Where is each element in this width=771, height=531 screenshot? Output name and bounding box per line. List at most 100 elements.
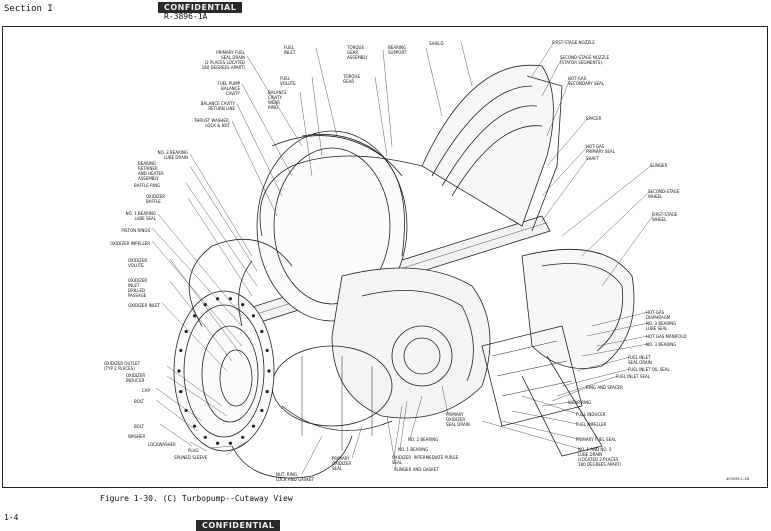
leader-line (541, 145, 589, 197)
flange-bolt-hole (179, 348, 183, 353)
document-number: R-3896-1A (164, 12, 208, 21)
leader-line (546, 78, 571, 137)
label-baffle-ring: BAFFLE RING (134, 183, 161, 188)
label-shaft: SHAFT (586, 156, 599, 161)
flange-bolt-hole (215, 297, 220, 301)
flange-bolt-hole (251, 314, 256, 318)
label-cap: CAP (142, 388, 150, 393)
leader-line (236, 103, 283, 197)
leader-line (481, 420, 581, 450)
leader-line (386, 415, 397, 470)
leader-line (374, 76, 388, 157)
leader-line (187, 197, 253, 297)
leader-line (586, 322, 649, 337)
leader-line (561, 164, 653, 237)
label-hot-gas-secondary-seal: HOT-GAS SECONDARY SEAL (568, 76, 605, 86)
flange-bolt-hole (260, 329, 264, 334)
label-oxidizer-outlet: OXIDIZER OUTLET (TYP 2 PLACES) (104, 361, 141, 371)
label-primary-oxidizer-seal-drain: PRIMARY OXIDIZER SEAL DRAIN (446, 412, 470, 427)
label-thrust-washer-lock-nut: THRUST WASHER, LOCK & NUT (193, 118, 230, 128)
leader-line (189, 165, 258, 272)
flange-bolt-hole (241, 435, 245, 440)
leader-line (189, 441, 208, 452)
page-number: 1-4 (4, 513, 19, 522)
leader-line (399, 400, 408, 450)
leader-line (393, 405, 403, 458)
label-fuel-pump-balance-cavity: FUEL PUMP BALANCE CAVITY (217, 81, 240, 96)
leader-line (561, 368, 631, 387)
leader-line (541, 57, 563, 97)
leader-line (521, 395, 579, 415)
leader-line (166, 365, 223, 407)
leader-line (151, 227, 243, 327)
label-torque-gear: TORQUE GEAR (343, 74, 360, 84)
label-oxidizer-baffle: OXIDIZER BAFFLE (146, 194, 166, 204)
label-first-stage-nozzle: FIRST-STAGE NOZZLE (552, 40, 595, 45)
leader-line (591, 311, 649, 327)
leader-line (511, 410, 579, 425)
leader-line (315, 47, 338, 137)
leader-line (185, 182, 258, 287)
leader-line (596, 335, 649, 347)
figure-frame (2, 26, 768, 488)
flange-bolt-hole (215, 441, 220, 445)
leader-line (501, 420, 579, 440)
flange-bolt-hole (228, 297, 233, 301)
label-primary-fuel-seal: PRIMARY FUEL SEAL (576, 437, 617, 442)
label-oxidizer-inlet-drilled-passage: OXIDIZER INLET DRILLED PASSAGE (128, 278, 148, 298)
label-oxidizer-inlet: OXIDIZER INLET (128, 303, 160, 308)
leader-line (155, 399, 198, 432)
label-first-stage-wheel: FIRST-STAGE WHEEL (652, 212, 678, 222)
leader-line (151, 240, 243, 347)
label-no1-bearing-lube-seal: NO. 1 BEARING LUBE SEAL (125, 211, 156, 221)
flange-bolt-hole (267, 369, 271, 373)
label-washer: WASHER (128, 434, 146, 439)
leader-line (556, 375, 619, 397)
flange-bolt-hole (203, 435, 207, 440)
leader-line (311, 76, 323, 157)
leader-line (166, 375, 228, 417)
leader-line (169, 280, 233, 362)
label-no1-no2-lube-drain: NO. 1 AND NO. 2 LUBE DRAIN (LOCATED 2 PL… (578, 447, 622, 467)
label-fuel-impeller: FUEL IMPELLER (576, 422, 607, 427)
leader-line (601, 213, 655, 287)
leader-line (189, 153, 253, 257)
label-slinger: SLINGER (650, 163, 668, 168)
flange-bolt-hole (177, 369, 181, 373)
label-no3-bearing-lube-seal: NO. 3 BEARING LUBE SEAL (646, 321, 677, 331)
label-shield: SHIELD (429, 41, 444, 46)
label-nut-ring-lock-gasket: NUT, RING, LOCK AND GASKET (276, 472, 314, 482)
label-oxidizer-intermediate-purge-seal: OXIDIZER INTERMEDIATE PURGE SEAL (392, 455, 459, 465)
label-fuel-inlet: FUEL INLET (284, 45, 296, 55)
label-fuel-inducer: FUEL INDUCER (576, 412, 606, 417)
flange-bolt-hole (265, 348, 269, 353)
leader-line (551, 386, 589, 402)
leader-line (409, 395, 423, 440)
label-oxidizer-impeller: OXIDIZER IMPELLER (110, 241, 150, 246)
label-bolt-upper: BOLT (134, 399, 144, 404)
label-hot-gas-diaphragm: HOT-GAS DIAPHRAGM (646, 310, 671, 320)
label-splined-sleeve: SPLINED SLEEVE (174, 455, 208, 460)
leader-line (241, 83, 293, 177)
label-fuel-volute: FUEL VOLUTE (280, 76, 296, 86)
label-bearing-retainer-heater: BEARING RETAINER AND HEATER ASSEMBLY (138, 161, 164, 181)
label-no3-bearing: NO. 3 BEARING (646, 342, 677, 347)
label-oxidizer-inducer: OXIDIZER INDUCER (126, 373, 146, 383)
label-primary-oxidizer-seal: PRIMARY OXIDIZER SEAL (332, 456, 352, 471)
label-hot-gas-primary-seal: HOT-GAS PRIMARY SEAL (586, 144, 615, 154)
label-no1-bearing: NO. 1 BEARING (398, 447, 429, 452)
flange-bolt-hole (260, 408, 264, 413)
leader-line (157, 213, 243, 317)
flange-bolt-hole (184, 329, 188, 334)
figure-caption: Figure 1-30. (C) Turbopump--Cutaway View (100, 494, 293, 503)
leader-line (576, 356, 631, 372)
flange-bolt-hole (184, 408, 188, 413)
label-no2-bearing: NO. 2 BEARING (408, 437, 439, 442)
leader-line (581, 343, 649, 357)
label-piston-rings: PISTON RINGS (121, 228, 150, 233)
leader-line (581, 190, 651, 257)
label-no3-bearing-lube-drain: NO. 3 BEARING LUBE DRAIN (157, 150, 188, 160)
label-ring-and-spacer: RING AND SPACER (586, 385, 623, 390)
leader-line (159, 423, 193, 447)
flange-bolt-hole (192, 424, 197, 428)
